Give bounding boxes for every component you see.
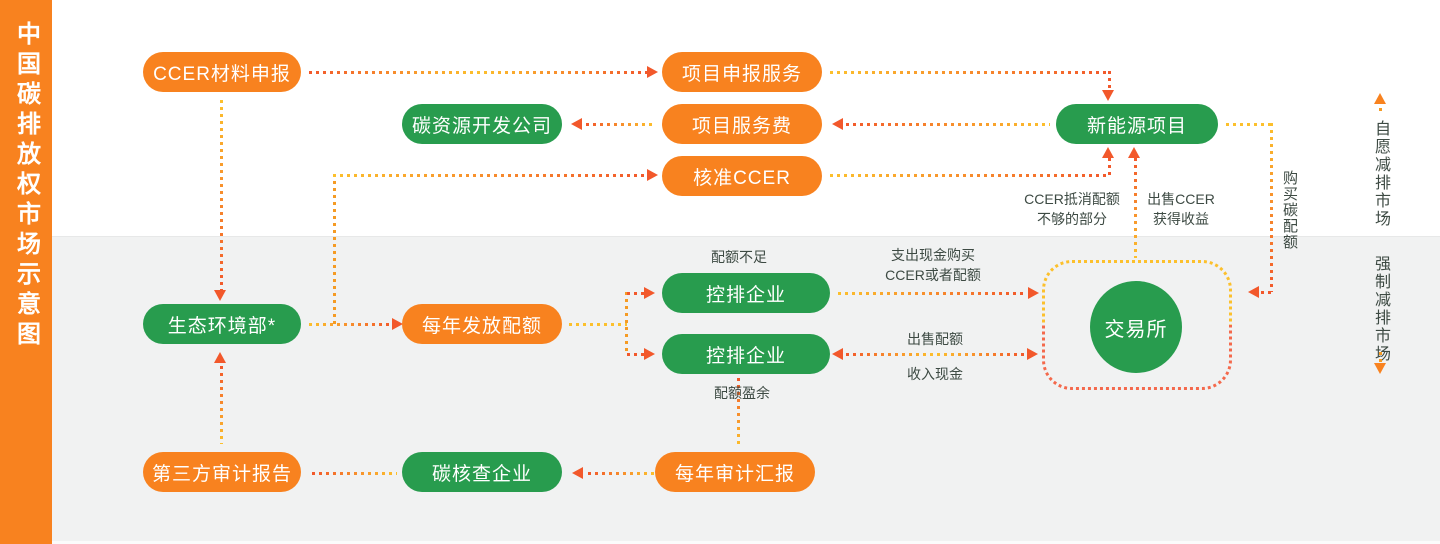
arrowhead-icon [571, 118, 582, 130]
node-approved-ccer: 核准CCER [662, 156, 822, 196]
node-project-apply: 项目申报服务 [662, 52, 822, 92]
node-label: 项目申报服务 [681, 63, 802, 85]
arrowhead-icon [1102, 90, 1114, 101]
node-label: 核准CCER [693, 167, 791, 189]
edge-new-energy-to-exchange-v [1270, 123, 1273, 292]
arrowhead-icon [1128, 147, 1140, 158]
edge-project-apply-to-new-energy-h [830, 71, 1109, 74]
edge-ctrl-ent-1-to-exchange [838, 292, 1024, 295]
node-label: 项目服务费 [691, 115, 792, 137]
edge-moee-to-approved-ccer-h [333, 174, 647, 177]
node-new-energy: 新能源项目 [1056, 104, 1218, 144]
arrowhead-icon [1028, 287, 1039, 299]
node-annual-audit: 每年审计汇报 [655, 452, 815, 492]
note-line: 支出现金购买 [891, 247, 975, 263]
note-line: 不够的部分 [1037, 211, 1107, 227]
node-ctrl-ent-2: 控排企业 [662, 334, 830, 374]
edge-moee-to-annual-quota [309, 323, 393, 326]
edge-exchange-to-new-energy [1134, 158, 1137, 258]
node-third-party-audit: 第三方审计报告 [143, 452, 301, 492]
voluntary-arrow-stem [1379, 101, 1382, 114]
edge-new-energy-to-project-fee [846, 123, 1050, 126]
edge-ccer-material-to-moee [220, 100, 223, 290]
edge-project-fee-to-carbon-dev-co [586, 123, 654, 126]
node-label: 碳核查企业 [431, 463, 532, 485]
note-sell-ccer: 出售CCER 获得收益 [1101, 189, 1261, 229]
node-moee: 生态环境部* [143, 304, 301, 344]
arrowhead-icon [214, 290, 226, 301]
node-ccer-material: CCER材料申报 [143, 52, 301, 92]
node-label: 每年发放配额 [421, 315, 542, 337]
voluntary-market-label: 自愿减排市场 [1372, 120, 1389, 228]
node-label: 每年审计汇报 [674, 463, 795, 485]
edge-annual-audit-to-carbon-verify [588, 472, 654, 475]
edge-ctrl-ent-2-to-annual-audit [737, 378, 740, 447]
edge-ccer-material-to-project-apply [309, 71, 647, 74]
note-line: 获得收益 [1153, 211, 1209, 227]
arrowhead-icon [1102, 147, 1114, 158]
arrowhead-icon [647, 66, 658, 78]
note-ccer-offset: CCER抵消配额 不够的部分 [992, 189, 1152, 229]
edge-annual-quota-branch-h [569, 323, 627, 326]
edge-new-energy-to-exchange-h2 [1261, 291, 1273, 294]
arrowhead-icon [644, 348, 655, 360]
node-label: 生态环境部* [167, 315, 277, 337]
note-sell-quota: 出售配额 [907, 331, 963, 347]
node-label: 新能源项目 [1086, 115, 1187, 137]
node-label: 控排企业 [705, 284, 786, 306]
note-buy-quota: 购买碳配额 [1281, 170, 1298, 250]
arrowhead-icon [644, 287, 655, 299]
note-income-cash: 收入现金 [907, 366, 963, 382]
node-label: 第三方审计报告 [151, 463, 292, 485]
bottom-strip [52, 541, 1440, 544]
arrowhead-icon [832, 348, 843, 360]
edge-approved-ccer-to-new-energy-h [830, 174, 1109, 177]
node-label: CCER材料申报 [153, 63, 291, 85]
arrowhead-icon [572, 467, 583, 479]
node-carbon-dev-co: 碳资源开发公司 [402, 104, 562, 144]
edge-carbon-verify-to-third-party [312, 472, 397, 475]
node-carbon-verify: 碳核查企业 [402, 452, 562, 492]
node-project-fee: 项目服务费 [662, 104, 822, 144]
edge-new-energy-to-exchange-h1 [1226, 123, 1272, 126]
edge-third-party-to-moee [220, 366, 223, 444]
edge-approved-ccer-to-new-energy-v [1108, 158, 1111, 175]
note-quota-short: 配额不足 [711, 249, 767, 265]
arrowhead-icon [1248, 286, 1259, 298]
node-exchange: 交易所 [1090, 281, 1182, 373]
sidebar: 中国碳排放权市场示意图 [0, 0, 52, 544]
node-annual-quota: 每年发放配额 [402, 304, 562, 344]
arrowhead-icon [392, 318, 403, 330]
note-line: CCER或者配额 [885, 267, 981, 283]
exchange-dotted-box [1042, 325, 1232, 390]
node-exchange-label: 交易所 [1104, 318, 1168, 341]
edge-annual-quota-to-ctrl-ent-1 [627, 292, 645, 295]
note-line: CCER抵消配额 [1024, 191, 1120, 207]
node-label: 碳资源开发公司 [411, 115, 552, 137]
note-quota-surplus: 配额盈余 [714, 385, 770, 401]
exchange-dotted-box [1042, 260, 1232, 325]
mandatory-arrow-stem [1379, 352, 1382, 365]
note-line: 出售CCER [1147, 191, 1215, 207]
edge-moee-to-approved-ccer-v [333, 174, 336, 324]
node-ctrl-ent-1: 控排企业 [662, 273, 830, 313]
arrowhead-icon [832, 118, 843, 130]
mandatory-market-label: 强制减排市场 [1372, 255, 1389, 363]
diagram-title: 中国碳排放权市场示意图 [12, 21, 40, 351]
up-arrow-icon [1374, 93, 1386, 104]
arrowhead-icon [647, 169, 658, 181]
edge-ctrl-ent-2-exchange-bidirectional [846, 353, 1024, 356]
edge-project-apply-to-new-energy-v [1108, 71, 1111, 92]
edge-annual-quota-branch-v [625, 292, 628, 354]
edge-annual-quota-to-ctrl-ent-2 [627, 353, 645, 356]
note-pay-cash: 支出现金购买 CCER或者配额 [853, 245, 1013, 285]
arrowhead-icon [214, 352, 226, 363]
down-arrow-icon [1374, 363, 1386, 374]
arrowhead-icon [1027, 348, 1038, 360]
node-label: 控排企业 [705, 345, 786, 367]
